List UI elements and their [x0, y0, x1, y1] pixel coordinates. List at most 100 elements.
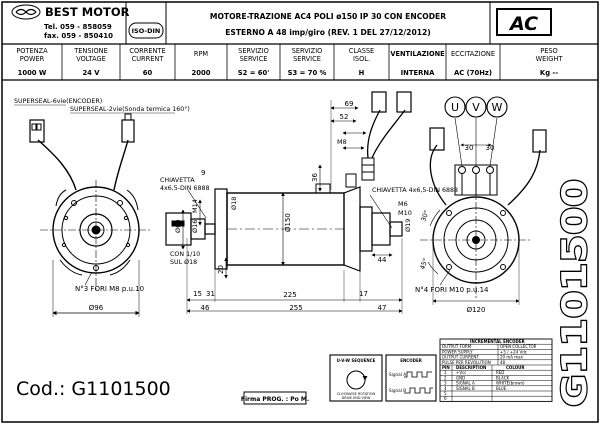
dim-d31: 31: [206, 290, 215, 298]
spec-value: 24 V: [82, 69, 100, 77]
dim-m8: M8: [337, 138, 347, 146]
dim-d120: Ø120: [467, 306, 486, 314]
encoder-prop-value: OPEN COLLECTOR: [500, 344, 537, 349]
spec-label: CURRENT: [132, 55, 165, 63]
dim-d30b: 30: [486, 144, 495, 152]
spec-value: 60: [143, 69, 153, 77]
dim-d60: Ø60: [174, 220, 182, 233]
dim-d255: 255: [289, 304, 302, 312]
encoder-prop-label: OUTPUT CURRENT: [442, 355, 479, 360]
encoder-pin-number: 6: [444, 396, 447, 401]
dim-d17: 17: [359, 290, 368, 298]
spec-label: TENSIONE: [73, 47, 108, 55]
dim-m14: M14: [191, 199, 199, 213]
encoder-prop-value: +5 / +24 Vdc: [500, 349, 527, 354]
dim-d47: 47: [378, 304, 387, 312]
spec-value: AC (70Hz): [454, 69, 492, 77]
spec-label: PESO: [540, 47, 558, 55]
spec-label: VOLTAGE: [76, 55, 106, 63]
sequence-note-2: DRIVE END VIEW: [342, 396, 371, 400]
encoder-pin-number: 5: [444, 391, 447, 396]
drawing-annotations: SUPERSEAL-6vie(ENCODER) SUPERSEAL-2vie(S…: [14, 98, 503, 314]
dim-d16: Ø16: [191, 220, 199, 233]
dim-d44: 44: [378, 256, 387, 264]
encoder-pin-description: GND: [456, 375, 465, 380]
company-logo: [11, 4, 41, 20]
spec-value: S3 = 70 %: [288, 69, 327, 77]
dim-d225: 225: [283, 291, 296, 299]
spec-label: SERVICE: [293, 55, 321, 63]
dim-m6: M6: [398, 200, 408, 208]
company-name: BEST MOTOR: [45, 5, 130, 19]
side-view-motor: [165, 91, 412, 314]
label-chiavetta-left-2: 4x6,5-DIN 6888: [160, 185, 209, 192]
encoder-pin-header: DESCRIPTION: [456, 365, 486, 370]
encoder-prop-value: 48: [500, 360, 506, 365]
dim-d9: 9: [201, 169, 205, 177]
dim-ang30: 30°: [419, 209, 430, 223]
encoder-pin-header: PIN: [442, 365, 450, 370]
dim-d96: Ø96: [89, 304, 104, 312]
encoder-signal-a: Signal A: [389, 372, 406, 377]
label-holes-right: N°4 FORI M10 p.u.14: [415, 286, 489, 294]
encoder-box-title: ENCODER: [400, 358, 422, 363]
dim-d30a: 30: [465, 144, 474, 152]
header-block: BEST MOTOR Tel. 059 - 858059 fax. 059 - …: [2, 2, 598, 81]
type-badge: [496, 8, 552, 36]
encoder-pin-number: 4: [444, 386, 447, 391]
dim-d46: 46: [201, 304, 210, 312]
label-chiavetta-right: CHIAVETTA 4x6,5-DIN 6888: [372, 187, 458, 194]
label-cone-1: CON 1/10: [170, 251, 200, 258]
spec-label: ISOL.: [353, 55, 370, 63]
label-chiavetta-left-1: CHIAVETTA: [160, 177, 195, 184]
phase-w: W: [492, 101, 503, 114]
encoder-pin-description: SIGNAL A: [456, 381, 475, 386]
label-superseal-sensor: SUPERSEAL-2vie(Sonda termica 160°): [70, 105, 190, 113]
spec-label: POTENZA: [16, 47, 48, 55]
encoder-pin-number: 1: [444, 370, 447, 375]
firma-label: Firma PROG. : Po M.: [241, 396, 309, 403]
encoder-prop-label: OUTPUT FORM: [442, 344, 472, 349]
spec-label: VENTILAZIONE: [390, 50, 445, 58]
encoder-pin-colour: RED: [496, 370, 504, 375]
encoder-pin-number: 2: [444, 375, 447, 380]
spec-label: SERVIZIO: [292, 47, 323, 55]
spec-value: 1000 W: [18, 69, 47, 77]
label-cone-2: SUL Ø18: [170, 258, 197, 266]
sequence-box: [329, 354, 383, 402]
spec-label: WEIGHT: [536, 55, 564, 63]
phase-v: V: [472, 101, 480, 114]
title-line-2: ESTERNO A 48 imp/giro (REV. 1 DEL 27/12/…: [225, 28, 431, 37]
title-line-1: MOTORE-TRAZIONE AC4 POLI ø150 IP 30 CON …: [210, 12, 446, 21]
dim-d20: 20: [217, 265, 225, 274]
vertical-code: G1101500: [555, 179, 595, 407]
dim-d52: 52: [340, 113, 349, 121]
dim-d15: 15: [193, 290, 202, 298]
sequence-title: U-V-W SEQUENCE: [337, 358, 376, 363]
left-flange-view: [29, 113, 152, 317]
encoder-prop-label: PULSE PER REVOLUTION: [442, 360, 491, 365]
company-tel: Tel. 059 - 858059: [44, 23, 112, 31]
encoder-pin-description: +Vcc: [456, 370, 467, 375]
encoder-prop-label: POWER SUPPLY: [442, 349, 473, 354]
dim-d18: Ø18: [230, 197, 238, 210]
dim-ang45: 45°: [418, 257, 429, 271]
drawing-area: [29, 91, 547, 405]
encoder-pin-colour: BLUE: [496, 386, 507, 391]
code-label: Cod.: G1101500: [16, 378, 171, 400]
spec-value: Kg --: [540, 69, 558, 77]
encoder-signal-b: Signal B: [389, 388, 406, 393]
spec-value: 2000: [192, 69, 211, 77]
spec-value: S2 = 60': [238, 69, 270, 77]
dim-d150: Ø150: [284, 213, 292, 232]
iso-badge-text: ISO-DIN: [132, 27, 161, 35]
spec-label: SERVICE: [240, 55, 268, 63]
encoder-pin-colour: BLACK: [496, 375, 510, 380]
sequence-note-1: CLOCKWISE ROTATION: [337, 392, 376, 396]
sequence-box-text: U-V-W SEQUENCE CLOCKWISE ROTATION DRIVE …: [337, 358, 422, 400]
dim-d36: 36: [311, 173, 319, 182]
